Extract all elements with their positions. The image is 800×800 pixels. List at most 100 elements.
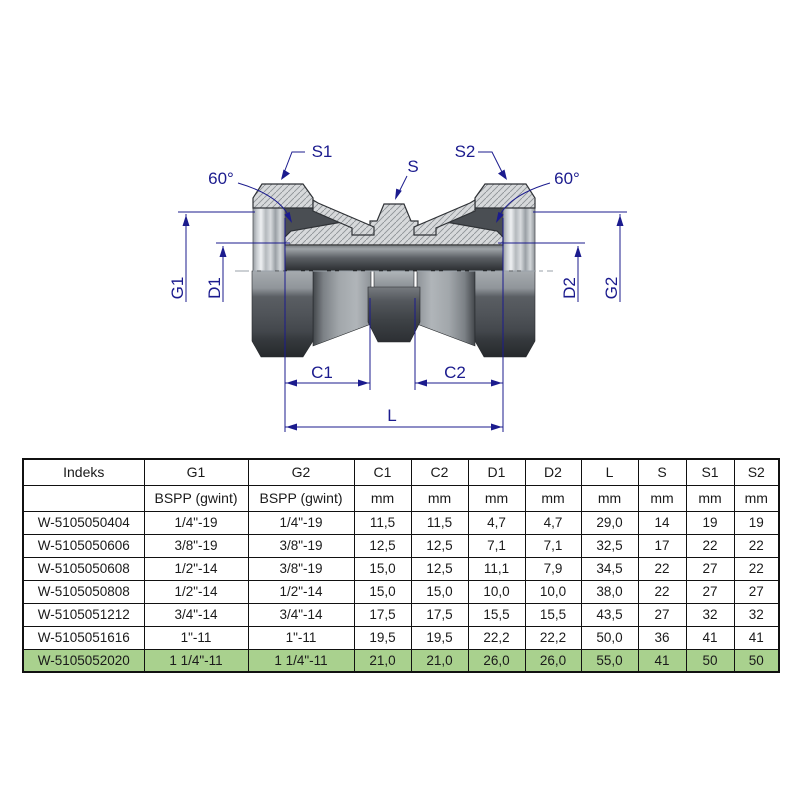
table-cell: 29,0 [580,510,639,535]
table-cell: 19,5 [410,625,469,650]
table-cell: 15,0 [353,556,412,581]
c2-label: C2 [444,363,466,382]
table-cell: 32 [685,602,735,627]
d1-label: D1 [205,277,224,299]
angle-left-arrow [284,211,292,223]
table-cell: 11,5 [410,510,469,535]
s2-leader-line [478,151,506,179]
table-cell: 3/4"-14 [143,602,249,627]
table-cell: 38,0 [580,579,639,604]
table-cell: 1/2"-14 [143,556,249,581]
left-cone [312,270,372,347]
table-cell: 3/8"-19 [247,533,355,558]
left-hex-nut [251,270,314,358]
table-cell: W-5105051212 [22,602,145,627]
units-cell: mm [410,484,469,512]
col-header-s2: S2 [733,458,780,486]
section-view [252,183,536,272]
table-cell: 50,0 [580,625,639,650]
table-cell: 17 [637,533,687,558]
table-cell: 1/4"-19 [143,510,249,535]
right-nut-section [474,183,536,209]
col-header-l: L [580,458,639,486]
table-cell: 1"-11 [247,625,355,650]
table-cell: 10,0 [524,579,582,604]
col-header-g2: G2 [247,458,355,486]
table-cell: 17,5 [410,602,469,627]
table-cell: W-5105050608 [22,556,145,581]
table-cell: 34,5 [580,556,639,581]
table-cell: 22 [733,556,780,581]
table-cell: 27 [637,602,687,627]
table-cell: 1 1/4"-11 [247,648,355,673]
table-cell: 32,5 [580,533,639,558]
tube-bore [284,244,504,272]
col-header-indeks: Indeks [22,458,145,486]
col-header-d1: D1 [467,458,526,486]
table-cell: 15,0 [353,579,412,604]
g2-label: G2 [602,277,621,300]
table-cell: 43,5 [580,602,639,627]
d2-arrow [574,246,582,257]
units-cell: BSPP (gwint) [247,484,355,512]
units-cell [22,484,145,512]
right-hex-nut [474,270,536,358]
table-cell: 27 [685,556,735,581]
units-cell: mm [580,484,639,512]
table-cell: 3/4"-14 [247,602,355,627]
units-cell: mm [467,484,526,512]
table-cell: 27 [685,579,735,604]
d1-arrow [219,246,227,257]
left-thread-bore [252,207,286,272]
table-cell: 22 [685,533,735,558]
center-hex [367,286,421,343]
header-row: Indeks G1 G2 C1 C2 D1 D2 L S S1 S2 [22,458,780,486]
dimension-arrows [182,169,624,431]
right-thread-bore [502,207,536,272]
table-cell: 19 [733,510,780,535]
s-leader-arrow [395,188,402,200]
c1-label: C1 [311,363,333,382]
table-cell: 22 [733,533,780,558]
table-cell: 11,5 [353,510,412,535]
table-cell: 41 [637,648,687,673]
center-neck [373,270,415,289]
units-row: BSPP (gwint) BSPP (gwint) mm mm mm mm mm… [22,484,780,512]
table-cell: 3/8"-19 [247,556,355,581]
c1-arrow-left [286,379,297,387]
table-cell: 12,5 [353,533,412,558]
table-cell: 10,0 [467,579,526,604]
col-header-g1: G1 [143,458,249,486]
table-cell: 27 [733,579,780,604]
l-arrow-left [286,423,297,431]
angle-left-label: 60° [208,169,234,188]
units-cell: mm [733,484,780,512]
table-cell: 15,5 [467,602,526,627]
table-cell: 22 [637,579,687,604]
l-arrow-right [491,423,502,431]
table-cell: 26,0 [524,648,582,673]
table-cell: 15,5 [524,602,582,627]
table-cell: W-5105052020 [22,648,145,673]
table-cell: 22,2 [467,625,526,650]
table-cell: W-5105051616 [22,625,145,650]
fitting-diagram: S1 S S2 60° 60° G1 D1 D2 G2 C1 C2 L [168,142,627,432]
table-cell: 4,7 [467,510,526,535]
s2-label: S2 [455,142,476,161]
table-cell: W-5105050404 [22,510,145,535]
table-cell: 11,1 [467,556,526,581]
left-nut-section [252,183,314,209]
units-cell: mm [637,484,687,512]
table-cell: 1"-11 [143,625,249,650]
table-cell: 1/2"-14 [247,579,355,604]
table-cell: 41 [685,625,735,650]
table-cell: 21,0 [410,648,469,673]
rendered-view [251,270,536,358]
s-label: S [407,157,418,176]
units-cell: BSPP (gwint) [143,484,249,512]
